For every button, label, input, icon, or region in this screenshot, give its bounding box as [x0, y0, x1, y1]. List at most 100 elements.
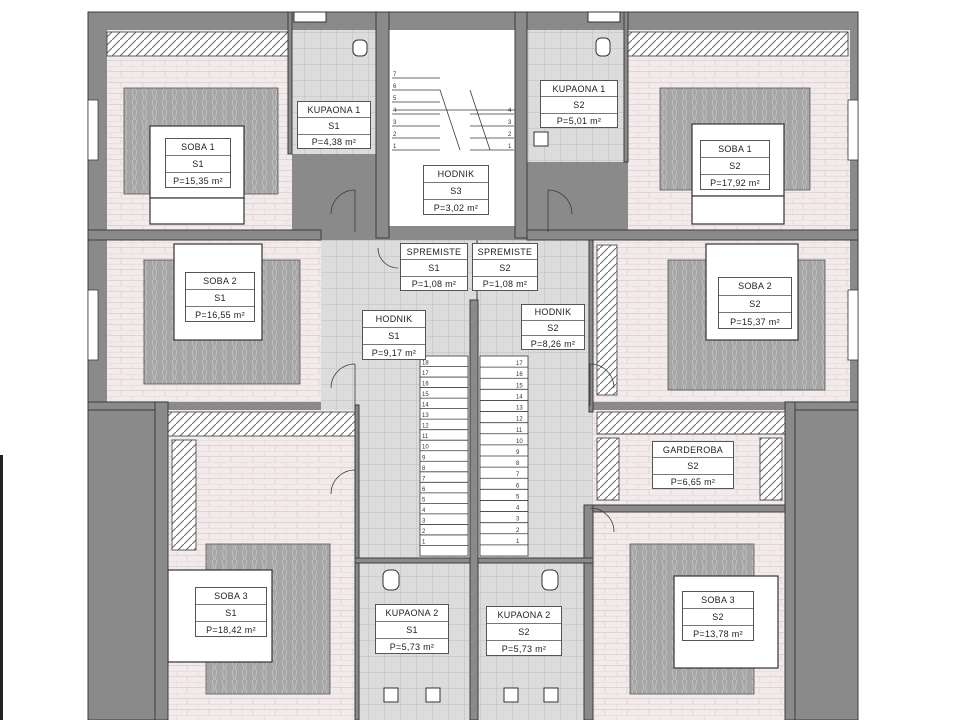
room-area: P=16,55 m²: [195, 309, 245, 320]
stair-number: 7: [393, 72, 397, 78]
stair-number: 4: [393, 108, 397, 114]
stair-number: 5: [422, 497, 426, 503]
room-area: P=5,73 m²: [501, 643, 547, 654]
room-area: P=1,08 m²: [411, 279, 457, 290]
sink-icon: [425, 687, 441, 703]
room-name: SPREMISTE: [401, 244, 467, 261]
room-name: KUPAONA 2: [487, 607, 561, 624]
wardrobe: [596, 244, 618, 396]
stair-number: 9: [422, 455, 426, 461]
room-name: SOBA 2: [186, 273, 254, 290]
room-area: P=3,02 m²: [433, 202, 479, 213]
stair-number: 2: [393, 132, 397, 138]
room-unit: S1: [401, 260, 467, 277]
bed: [149, 197, 245, 225]
room-unit: S2: [683, 609, 753, 626]
room-unit: S2: [487, 624, 561, 641]
room-area: P=15,35 m²: [173, 175, 223, 186]
wardrobe: [627, 31, 849, 57]
stair-number: 9: [516, 450, 520, 456]
stairs: [392, 77, 529, 557]
room-name: SOBA 3: [683, 592, 753, 609]
stair-number: 10: [422, 445, 429, 451]
room-unit: S2: [473, 260, 537, 277]
room-unit: S1: [363, 328, 425, 345]
room-unit: S3: [424, 183, 488, 200]
stair-number: 15: [422, 392, 429, 398]
label-hodnik-s3: HODNIK S3 P=3,02 m²: [423, 165, 489, 215]
stair-number: 12: [516, 417, 523, 423]
room-unit: S1: [166, 156, 230, 173]
wardrobe: [167, 411, 356, 437]
toilet-icon: [352, 39, 368, 57]
label-hodnik-s2: HODNIK S2 P=8,26 m²: [521, 304, 585, 350]
stair-number: 15: [516, 383, 523, 389]
stair-number: 16: [516, 372, 523, 378]
stair-number: 17: [516, 361, 523, 367]
stair-number: 14: [516, 394, 523, 400]
label-soba3-s1: SOBA 3 S1 P=18,42 m²: [195, 587, 267, 637]
room-area: P=5,01 m²: [556, 116, 602, 127]
wardrobe: [171, 439, 197, 551]
toilet-icon: [541, 569, 559, 591]
label-spremiste-s2: SPREMISTE S2 P=1,08 m²: [472, 243, 538, 291]
label-kupaona2-s1: KUPAONA 2 S1 P=5,73 m²: [375, 604, 449, 654]
room-name: KUPAONA 1: [541, 81, 617, 98]
stair-number: 13: [516, 406, 523, 412]
room-area: P=9,17 m²: [371, 347, 417, 358]
window: [293, 11, 327, 23]
edge-marker: [0, 455, 3, 720]
label-spremiste-s1: SPREMISTE S1 P=1,08 m²: [400, 243, 468, 291]
label-kupaona1-s1: KUPAONA 1 S1 P=4,38 m²: [297, 101, 371, 149]
stair-number: 3: [393, 120, 397, 126]
room-name: SOBA 2: [719, 278, 791, 296]
stair-number: 16: [422, 382, 429, 388]
room-unit: S2: [653, 458, 733, 475]
stair-number: 8: [516, 461, 520, 467]
sink-icon: [533, 131, 549, 147]
stair-number: 4: [422, 508, 426, 514]
stair-number: 3: [422, 518, 426, 524]
stair-number: 6: [393, 84, 397, 90]
room-name: HODNIK: [522, 305, 584, 321]
stair-number: 2: [516, 528, 520, 534]
stair-number: 5: [516, 494, 520, 500]
room-name: SOBA 3: [196, 588, 266, 605]
sink-icon: [503, 687, 519, 703]
room-area: P=8,26 m²: [530, 338, 576, 349]
room-name: KUPAONA 2: [376, 605, 448, 622]
fixtures: [293, 11, 621, 703]
label-hodnik-s1: HODNIK S1 P=9,17 m²: [362, 310, 426, 360]
label-soba3-s2: SOBA 3 S2 P=13,78 m²: [682, 591, 754, 641]
stair-number: 1: [508, 144, 512, 150]
wardrobe: [596, 437, 620, 501]
room-unit: S2: [541, 97, 617, 114]
stair-number: 12: [422, 424, 429, 430]
stair-number: 10: [516, 439, 523, 445]
room-unit: S1: [298, 118, 370, 135]
stair-number: 6: [516, 483, 520, 489]
room-area: P=18,42 m²: [206, 624, 256, 635]
stair-number: 3: [516, 517, 520, 523]
stair-number: 7: [422, 476, 426, 482]
stair-number: 11: [516, 428, 523, 434]
stair-number: 3: [508, 120, 512, 126]
stair-number: 11: [422, 434, 429, 440]
label-kupaona1-s2: KUPAONA 1 S2 P=5,01 m²: [540, 80, 618, 128]
toilet-icon: [382, 569, 400, 591]
stair-number: 14: [422, 403, 429, 409]
room-name: SPREMISTE: [473, 244, 537, 261]
stair-number: 5: [393, 96, 397, 102]
room-unit: S1: [196, 605, 266, 622]
door-swings: [330, 189, 615, 533]
room-area: P=17,92 m²: [710, 177, 760, 188]
stair-number: 7: [516, 472, 520, 478]
sink-icon: [543, 687, 559, 703]
stair-number: 6: [422, 487, 426, 493]
label-soba2-s1: SOBA 2 S1 P=16,55 m²: [185, 272, 255, 322]
room-name: HODNIK: [424, 166, 488, 183]
label-soba2-s2: SOBA 2 S2 P=15,37 m²: [718, 277, 792, 329]
room-name: GARDEROBA: [653, 442, 733, 459]
stair-number: 1: [516, 539, 520, 545]
label-kupaona2-s2: KUPAONA 2 S2 P=5,73 m²: [486, 606, 562, 656]
